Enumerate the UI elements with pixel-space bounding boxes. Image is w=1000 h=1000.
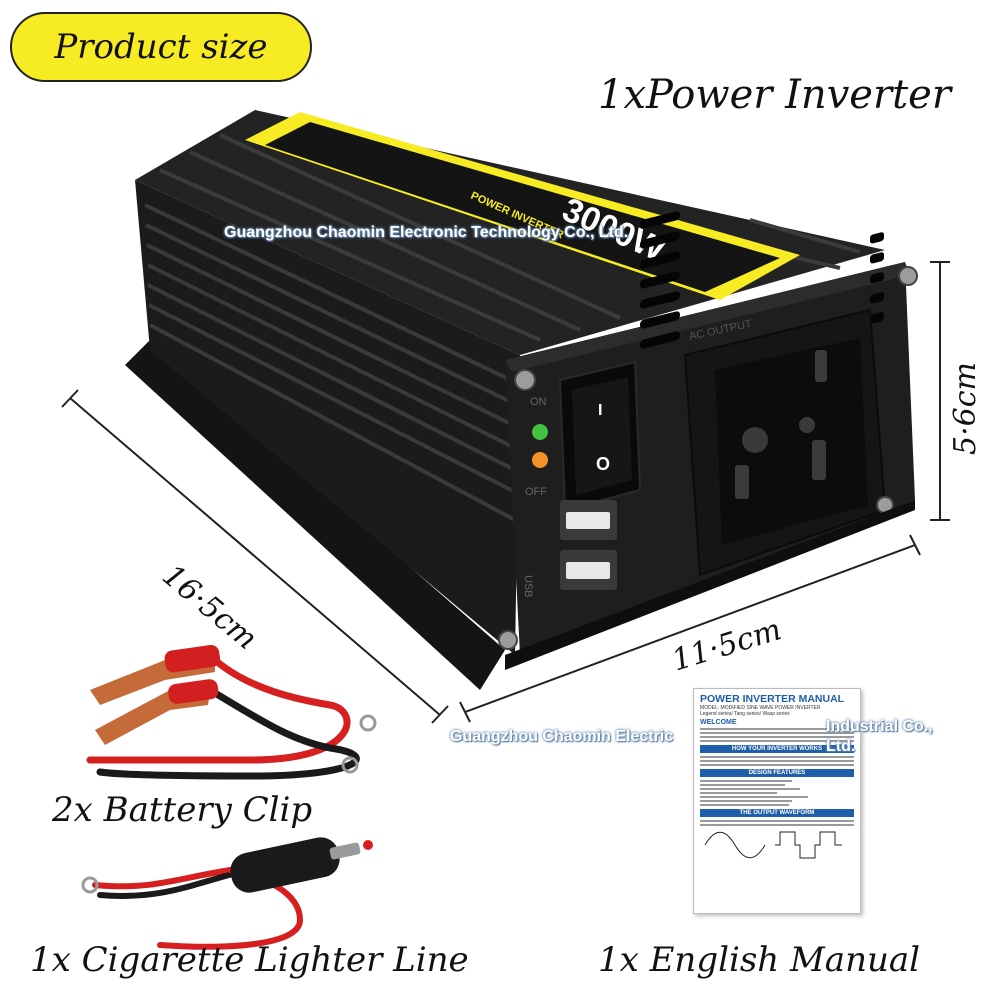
product-size-badge: Product size — [10, 12, 312, 82]
english-manual: POWER INVERTER MANUAL MODEL: MODIFIED SI… — [693, 688, 861, 914]
switch-on-label: ON — [530, 396, 547, 408]
watermark-bottom-right-1: Industrial Co., — [826, 718, 933, 735]
manual-series: Legend series/ Tang series/ Wasp series — [700, 711, 790, 717]
switch-on-symbol: I — [598, 402, 602, 419]
watermark-bottom-right-2: Ltd. — [826, 738, 856, 755]
switch-off-symbol: O — [596, 454, 610, 474]
manual-waveform: THE OUTPUT WAVEFORM — [700, 809, 854, 817]
switch-off-label: OFF — [525, 486, 547, 498]
manual-how: HOW YOUR INVERTER WORKS — [700, 745, 854, 753]
watermark-bottom-left: Guangzhou Chaomin Electric — [450, 728, 674, 745]
headline: 1xPower Inverter — [598, 72, 951, 118]
manual-model: MODEL: MODIFIED SINE WAVE POWER INVERTER — [700, 705, 821, 711]
manual-title: POWER INVERTER MANUAL — [700, 693, 845, 705]
watermark-top: Guangzhou Chaomin Electronic Technology … — [224, 224, 629, 241]
caption-manual: 1x English Manual — [598, 940, 921, 980]
product-size-label: Product size — [54, 27, 268, 67]
height-dimension: 5·6cm — [948, 362, 983, 455]
manual-features: DESIGN FEATURES — [700, 769, 854, 777]
caption-battery-clip: 2x Battery Clip — [52, 790, 313, 830]
caption-lighter-line: 1x Cigarette Lighter Line — [30, 940, 469, 980]
waveform-icon — [704, 831, 842, 859]
usb-label: USB — [522, 575, 534, 598]
manual-welcome: WELCOME — [700, 719, 737, 726]
